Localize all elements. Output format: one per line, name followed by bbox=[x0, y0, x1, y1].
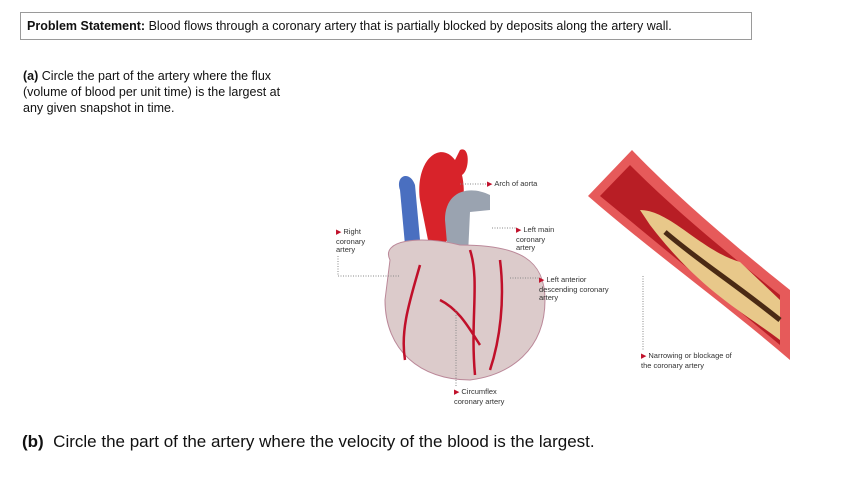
part-b-label: (b) bbox=[22, 432, 44, 451]
arrow-icon: ▶ bbox=[641, 353, 647, 360]
problem-text: Blood flows through a coronary artery th… bbox=[148, 19, 672, 33]
arrow-icon: ▶ bbox=[487, 181, 493, 188]
label-lad: ▶Left anterior descending coronary arter… bbox=[539, 275, 609, 302]
label-arch-of-aorta: ▶Arch of aorta bbox=[487, 179, 538, 188]
label-left-main: ▶Left main coronary artery bbox=[516, 225, 555, 252]
arrow-icon: ▶ bbox=[454, 389, 460, 396]
leader-lines bbox=[337, 183, 644, 387]
heart-image bbox=[384, 149, 546, 381]
artery-image bbox=[588, 150, 790, 360]
part-b-text: Circle the part of the artery where the … bbox=[53, 432, 595, 451]
part-a-label: (a) bbox=[23, 69, 39, 83]
part-a: (a) Circle the part of the artery where … bbox=[23, 68, 293, 116]
arrow-icon: ▶ bbox=[336, 229, 342, 236]
arrow-icon: ▶ bbox=[539, 277, 545, 284]
problem-label: Problem Statement: bbox=[27, 19, 146, 33]
label-right-coronary: ▶Right coronary artery bbox=[336, 227, 366, 254]
arrow-icon: ▶ bbox=[516, 227, 522, 234]
part-b: (b) Circle the part of the artery where … bbox=[22, 432, 595, 452]
label-narrowing: ▶Narrowing or blockage of the coronary a… bbox=[641, 351, 732, 370]
part-a-text: Circle the part of the artery where the … bbox=[23, 69, 281, 115]
label-circumflex: ▶Circumflex coronary artery bbox=[454, 387, 505, 406]
problem-statement: Problem Statement: Blood flows through a… bbox=[20, 12, 752, 40]
